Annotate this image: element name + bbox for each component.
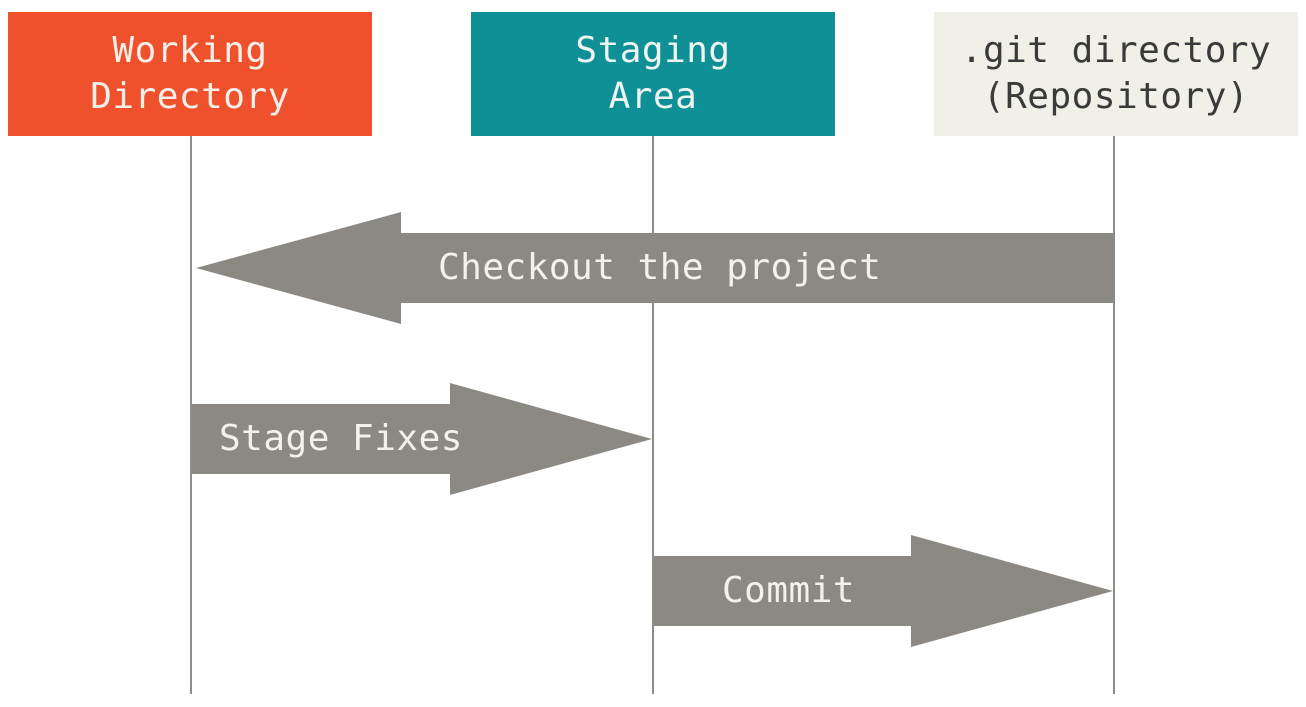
commit-label: Commit <box>722 570 856 611</box>
repository-title-line1: .git directory <box>960 30 1272 71</box>
commit-arrow <box>654 535 1113 647</box>
repository-lifeline <box>1113 136 1115 694</box>
repository-title-line2: (Repository) <box>982 76 1250 117</box>
staging-area-title-line1: Staging <box>575 30 731 71</box>
working-directory-title-line2: Directory <box>90 76 290 117</box>
stage-fixes-arrow <box>192 383 652 495</box>
checkout-label: Checkout the project <box>438 247 882 288</box>
stage-fixes-label: Stage Fixes <box>219 418 463 459</box>
working-directory-title-line1: Working <box>112 30 268 71</box>
staging-area-lifeline <box>652 136 654 694</box>
repository-header: .git directory (Repository) <box>934 12 1298 136</box>
staging-area-header: Staging Area <box>471 12 835 136</box>
working-directory-lifeline <box>190 136 192 694</box>
working-directory-header: Working Directory <box>8 12 372 136</box>
checkout-arrow <box>196 212 1115 324</box>
staging-area-title-line2: Area <box>608 76 698 117</box>
